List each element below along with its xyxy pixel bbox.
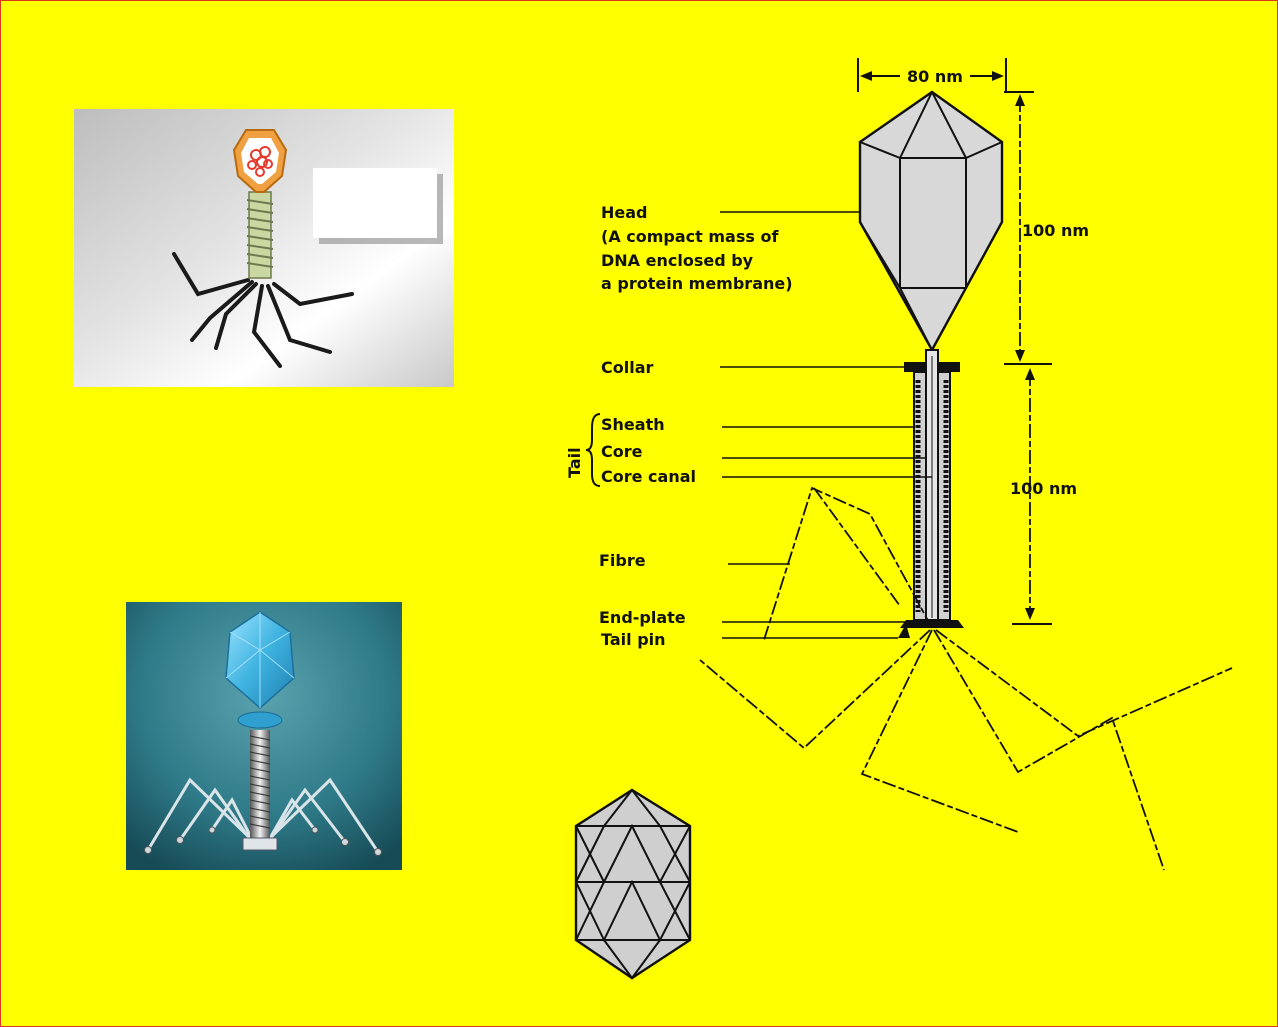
head-note-line-2: DNA enclosed by [601,251,754,270]
tail-pin-label: Tail pin [601,630,666,649]
phage-illustration-gray [74,109,454,387]
head-height-dimension: 100 nm [1004,92,1089,364]
head-label: Head [601,203,648,222]
phage-line-diagram: 80 nm 100 nm 100 nm [565,58,1232,870]
head-note-line-1: (A compact mass of [601,227,779,246]
tail-fibres-diagram [700,488,1232,870]
tail-height-label: 100 nm [1010,479,1077,498]
sheath-label: Sheath [601,415,665,434]
end-plate-label: End-plate [599,608,686,627]
fibre-label: Fibre [599,551,646,570]
capsid-polyhedron [576,790,690,978]
core-canal-label: Core canal [601,467,696,486]
collar-label: Collar [601,358,654,377]
blank-label-box [313,168,437,238]
core-label: Core [601,442,643,461]
head-polyhedron [860,92,1002,350]
width-dimension: 80 nm [858,58,1006,92]
tail-label: Tail [565,447,584,478]
tail-assembly [898,350,964,638]
tail-height-dimension: 100 nm [1010,368,1077,624]
width-label: 80 nm [907,67,963,86]
head-note-line-3: a protein membrane) [601,274,793,293]
tail-brace [586,414,600,486]
head-height-label: 100 nm [1022,221,1089,240]
phage-illustration-teal [126,602,402,870]
